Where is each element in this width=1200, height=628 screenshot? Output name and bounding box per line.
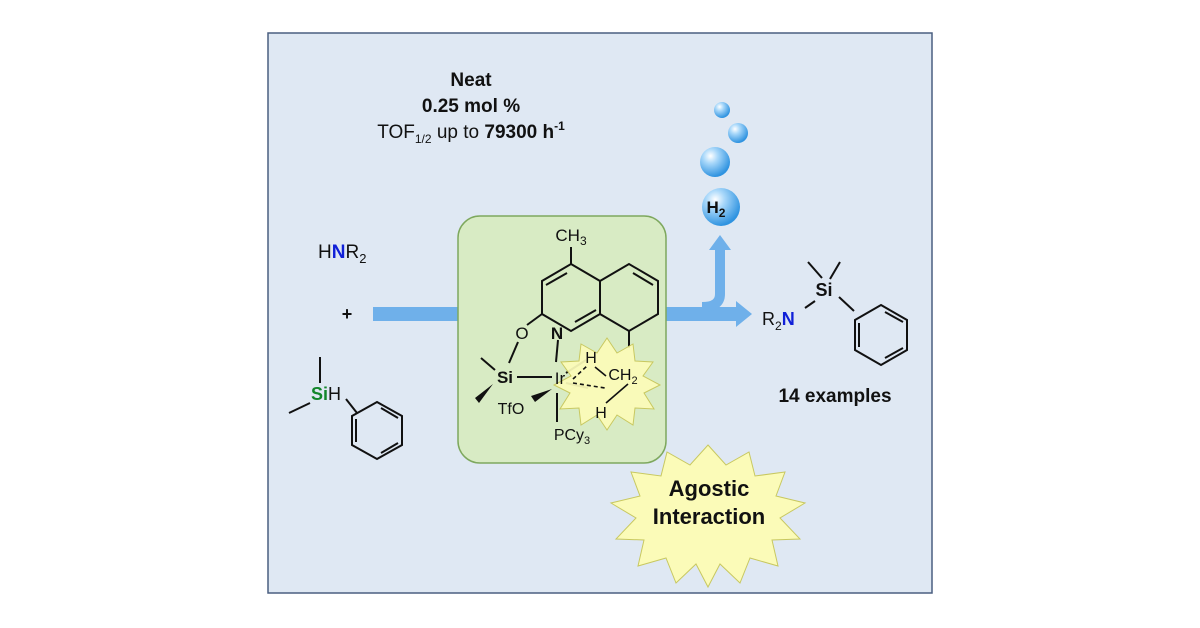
silane-structure [288,357,403,461]
product-r-subscript: 2 [775,319,782,333]
product-silicon: Si [815,280,832,300]
catalyst-methyl: CH3 [555,226,587,248]
methyl-subscript: 3 [580,234,587,248]
tof-prefix: TOF [377,122,415,143]
tof-value: 79300 h [484,122,554,143]
catalyst-nitrogen: N [551,324,563,343]
gas-release-arrow [701,247,725,312]
tof-middle: up to [432,122,485,143]
methyl-ch: CH [555,226,580,245]
ch2-ch: CH [608,367,631,384]
silane-si: Si [311,384,328,404]
agostic-starburst-small [552,337,662,431]
condition-tof: TOF1/2 up to 79300 h-1 [377,119,565,146]
condition-neat: Neat [450,70,492,91]
silicon-wedge-bond [475,384,493,403]
product-amine: R2N [762,309,795,333]
amine-h: H [318,242,332,263]
reagent-amine: HNR2 [318,242,366,266]
catalyst-iridium: Ir [555,369,566,388]
agostic-h-bottom: H [595,405,607,422]
condition-loading: 0.25 mol % [422,96,520,117]
plus-sign: + [342,304,353,324]
catalyst-phosphine: PCy3 [554,427,590,447]
hydrogen-bubble [702,188,740,226]
catalyst-silicon: Si [497,368,513,387]
silane-h: H [328,384,341,404]
phosphine-subscript: 3 [584,435,590,447]
agostic-label-line2: Interaction [653,504,765,529]
tof-subscript: 1/2 [415,132,432,146]
catalyst-bonds [480,247,659,422]
agostic-label-line1: Agostic [669,476,750,501]
agostic-ch2: CH2 [608,367,637,387]
agostic-h-top: H [585,350,597,367]
silane-formula: SiH [311,384,341,404]
hydrogen-h: H [707,198,719,217]
phosphine-pcy: PCy [554,427,584,444]
tof-superscript: -1 [554,119,565,133]
iridium-wedge-bond [531,389,552,402]
product-structure [804,261,908,367]
hydrogen-label: H2 [707,198,726,220]
agostic-bonds [572,365,629,404]
bubble-medium [728,123,748,143]
catalyst-triflate: TfO [498,401,525,418]
catalyst-oxygen: O [515,324,528,343]
bubble-small [714,102,730,118]
gas-release-arrowhead [709,235,731,250]
amine-n: N [332,242,346,263]
product-n: N [782,309,795,329]
product-r: R [762,309,775,329]
examples-label: 14 examples [778,386,891,407]
hydrogen-subscript: 2 [719,206,726,220]
agostic-starburst-large [609,444,807,589]
amine-r-subscript: 2 [359,251,366,266]
bubble-large [700,147,730,177]
reaction-arrow-head [736,301,752,327]
ch2-subscript: 2 [631,375,637,387]
amine-r: R [345,242,359,263]
